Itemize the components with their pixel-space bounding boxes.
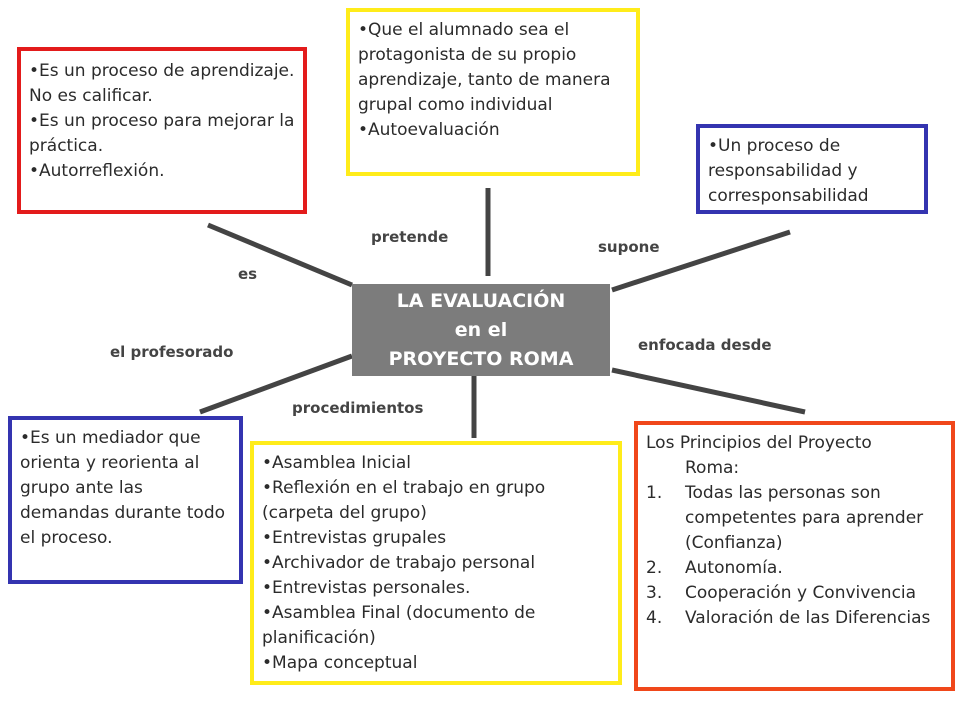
box-procedimientos-item: Entrevistas grupales: [262, 526, 610, 551]
label-supone: supone: [598, 238, 660, 256]
principios-item: 4.Valoración de las Diferencias: [646, 608, 931, 628]
box-procedimientos-item: Asamblea Final (documento de planificaci…: [262, 601, 610, 651]
center-title: LA EVALUACIÓN: [396, 290, 566, 312]
center-subtitle: en el: [454, 319, 508, 341]
label-el-profesorado: el profesorado: [110, 343, 234, 361]
box-procedimientos-item: Asamblea Inicial: [262, 451, 610, 476]
center-node: LA EVALUACIÓN en el PROYECTO ROMA: [352, 284, 610, 376]
box-supone: Un proceso de responsabilidad y correspo…: [696, 124, 928, 214]
principios-item: 2.Autonomía.: [646, 558, 783, 578]
box-es-item: Autorreflexión.: [29, 159, 295, 184]
box-profesorado-item: Es un mediador que orienta y reorienta a…: [20, 426, 231, 551]
box-pretende-item: Que el alumnado sea el protagonista de s…: [358, 18, 628, 118]
box-pretende-item: Autoevaluación: [358, 118, 628, 143]
box-supone-item: Un proceso de responsabilidad y correspo…: [708, 134, 916, 209]
connector-enfocada-desde: [611, 367, 806, 415]
label-enfocada-desde: enfocada desde: [638, 336, 772, 354]
box-procedimientos-item: Entrevistas personales.: [262, 576, 610, 601]
box-es-item: Es un proceso de aprendizaje. No es cali…: [29, 59, 295, 109]
connector-el-profesorado: [199, 353, 353, 415]
principios-list: 1.Todas las personas son competentes par…: [646, 481, 943, 631]
box-procedimientos-item: Archivador de trabajo personal: [262, 551, 610, 576]
box-profesorado: Es un mediador que orienta y reorienta a…: [8, 416, 243, 584]
box-es-item: Es un proceso para mejorar la práctica.: [29, 109, 295, 159]
box-procedimientos-item: Mapa conceptual: [262, 651, 610, 676]
label-pretende: pretende: [371, 228, 449, 246]
principios-item: 3.Cooperación y Convivencia: [646, 583, 917, 603]
label-es: es: [238, 265, 258, 283]
box-es: Es un proceso de aprendizaje. No es cali…: [17, 47, 307, 214]
connector-es: [207, 222, 353, 288]
label-procedimientos: procedimientos: [292, 399, 424, 417]
connector-supone: [611, 229, 791, 293]
box-principios: Los Principios del Proyecto Roma: 1.Toda…: [634, 421, 955, 691]
box-procedimientos-item: Reflexión en el trabajo en grupo (carpet…: [262, 476, 610, 526]
principios-header: Los Principios del Proyecto Roma:: [646, 433, 872, 478]
box-procedimientos: Asamblea Inicial Reflexión en el trabajo…: [250, 441, 622, 685]
box-pretende: Que el alumnado sea el protagonista de s…: [346, 8, 640, 176]
center-project: PROYECTO ROMA: [388, 348, 574, 370]
principios-item: 1.Todas las personas son competentes par…: [646, 483, 924, 553]
